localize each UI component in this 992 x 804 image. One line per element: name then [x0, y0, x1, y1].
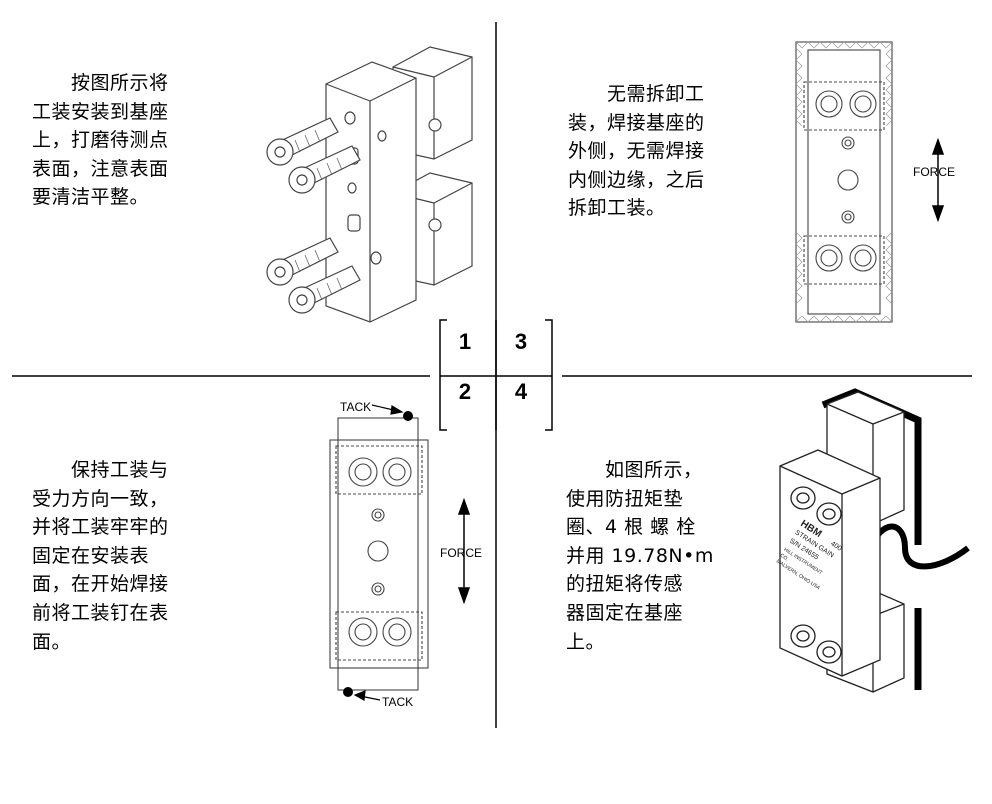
step-3-text: 无需拆卸工 装，焊接基座的 外侧，无需焊接 内侧边缘，之后 拆卸工装。 [568, 83, 705, 220]
force-label-top: FORCE [913, 165, 955, 179]
step-2-text: 保持工装与 受力方向一致， 并将工装牢牢的 固定在安装表 面，在开始焊接 前将工… [32, 459, 169, 653]
tack-weld-bottom [343, 687, 353, 697]
step-number-4: 4 [514, 379, 528, 404]
force-arrow-top [931, 137, 945, 223]
step-4-text: 如图所示， 使用防扭矩垫 圈、4 根 螺 栓 并用 19.78N•m 的扭矩将传… [566, 459, 714, 653]
gauge-line-4: CO. [779, 553, 790, 563]
step-number-box [439, 319, 553, 431]
bolt-drawing-lower [266, 237, 361, 314]
force-label-bottom: FORCE [440, 546, 482, 560]
step-number-2: 2 [458, 379, 472, 404]
welded-base-drawing [795, 41, 893, 323]
tack-weld-top [403, 411, 413, 421]
step-number-1: 1 [458, 329, 472, 354]
tack-label-bottom: TACK [382, 695, 413, 709]
tack-arrow-bottom [353, 690, 381, 701]
fixture-with-bolts-drawing [266, 46, 473, 323]
tacked-fixture-drawing [329, 417, 429, 691]
bolt-drawing-upper [266, 117, 361, 194]
strain-gauge-drawing [779, 388, 970, 693]
step-1-text: 按图所示将 工装安装到基座 上，打磨待测点 表面，注意表面 要清洁平整。 [32, 72, 169, 209]
step-number-3: 3 [514, 329, 528, 354]
force-arrow-bottom [457, 497, 471, 605]
tack-label-top: TACK [340, 400, 371, 414]
tack-arrow-top [371, 404, 404, 415]
